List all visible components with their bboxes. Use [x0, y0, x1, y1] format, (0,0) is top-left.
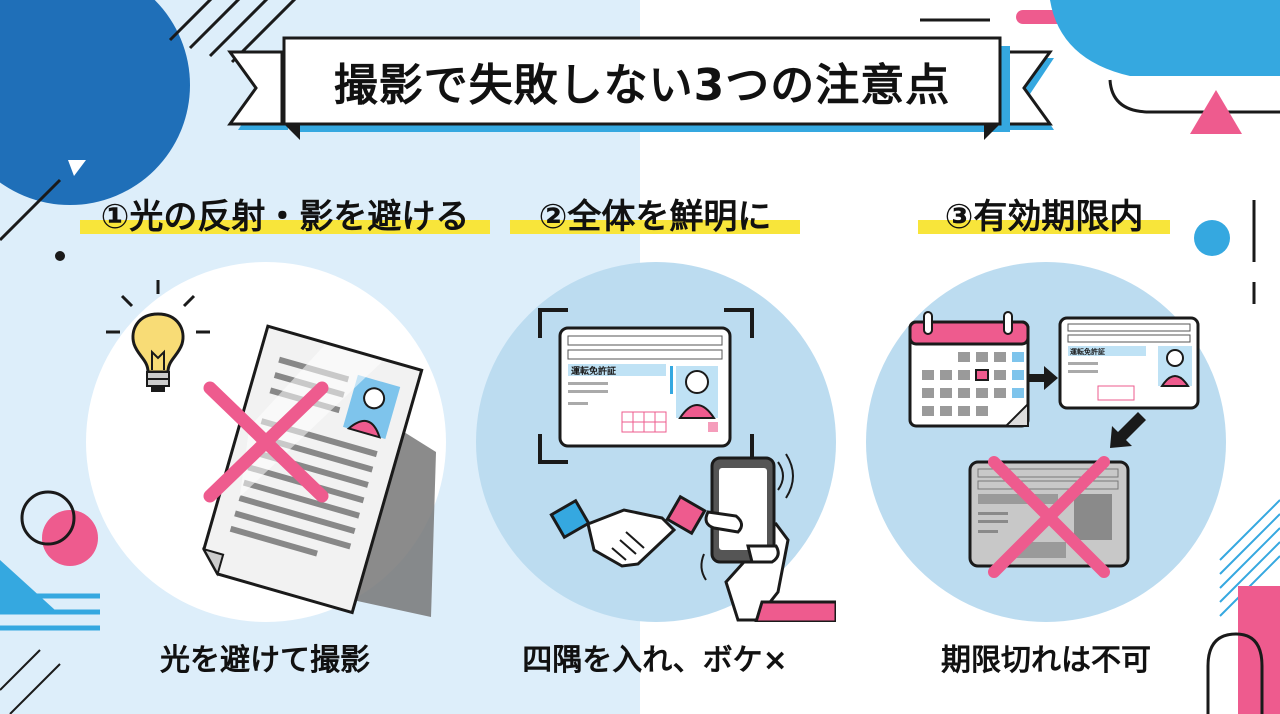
point-2-heading: ②全体を鮮明に — [510, 190, 800, 237]
point-3-heading-text: ③有効期限内 — [944, 196, 1144, 237]
smartphone-icon — [700, 453, 836, 622]
clarity-illustration: 運転免許証 — [538, 308, 836, 622]
point-3-caption: 期限切れは不可 — [941, 643, 1151, 678]
point-3-heading: ③有効期限内 — [918, 190, 1170, 237]
license-type-label: 運転免許証 — [571, 365, 616, 377]
document-icon — [201, 324, 424, 615]
cross-mark-icon — [203, 381, 329, 503]
frame-corners — [538, 308, 754, 464]
point-2-heading-text: ②全体を鮮明に — [538, 196, 772, 237]
license-card: 運転免許証 — [558, 326, 732, 448]
light-rays — [106, 280, 210, 334]
license-type-label-small: 運転免許証 — [1070, 347, 1105, 356]
expiry-illustration: 運転免許証 — [908, 311, 1200, 578]
point-2-caption: 四隅を入れ、ボケ× — [522, 643, 788, 678]
arrow-down-left-icon — [1110, 412, 1148, 448]
arrow-right-icon — [1028, 366, 1058, 390]
light-bulb-icon — [131, 312, 185, 392]
title-banner — [227, 36, 1054, 140]
heading-highlight — [918, 220, 1170, 234]
heading-highlight — [80, 220, 490, 234]
point-1-heading-text: ①光の反射・影を避ける — [100, 196, 470, 237]
reflection-illustration — [106, 280, 436, 617]
page-title: 撮影で失敗しない3つの注意点 — [333, 60, 951, 111]
handshake-icon — [549, 494, 707, 568]
point-1-caption: 光を避けて撮影 — [160, 643, 370, 678]
valid-license-card: 運転免許証 — [1058, 316, 1200, 410]
cross-mark-icon — [988, 456, 1110, 578]
heading-highlight — [510, 220, 800, 234]
point-1-heading: ①光の反射・影を避ける — [80, 190, 490, 237]
calendar-icon — [908, 311, 1030, 428]
